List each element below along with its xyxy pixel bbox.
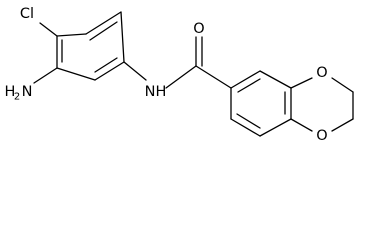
double-bond-inner [89,21,118,41]
atom-ring-oxygen-upper: O [316,65,327,81]
bond-to-chlorine [39,22,58,37]
atom-amine-group: H 2 N [5,84,33,103]
bond [230,70,261,89]
bond [230,118,261,137]
atom-amine-subscript: 2 [14,92,20,103]
chemical-structure: Cl H 2 N N H O O O [5,6,354,144]
atom-ring-oxygen-lower: O [316,128,327,144]
atom-chlorine: Cl [20,6,34,22]
bond-amide-n-to-carbonyl-c [165,65,197,89]
bond [120,11,125,63]
atom-amide-hydrogen: H [156,84,167,100]
atom-amide-nh: N H [145,84,167,100]
benzodioxine-benzene-ring [230,70,292,137]
double-bond-inner [94,57,118,73]
atom-amine-nitrogen: N [22,84,33,100]
bond [331,118,354,132]
double-bond-inner [236,113,261,129]
bond [94,61,125,81]
bond [259,118,292,137]
bond-carbonyl-c-to-ring [195,65,232,89]
double-bond-inner [237,78,261,93]
bond-to-amine [33,67,58,84]
atom-amide-nitrogen: N [145,84,156,100]
bond [56,33,87,37]
dioxane-ring [290,77,354,132]
bond-ring-to-amide-n [123,61,147,81]
bond [259,70,292,89]
bond [290,77,313,89]
chloroaniline-ring [56,11,125,81]
bond [56,67,96,81]
bond [85,11,122,35]
bond [290,118,313,132]
atom-carbonyl-oxygen: O [193,21,204,37]
atom-amine-hydrogen: H [5,84,16,100]
bond [331,77,354,93]
